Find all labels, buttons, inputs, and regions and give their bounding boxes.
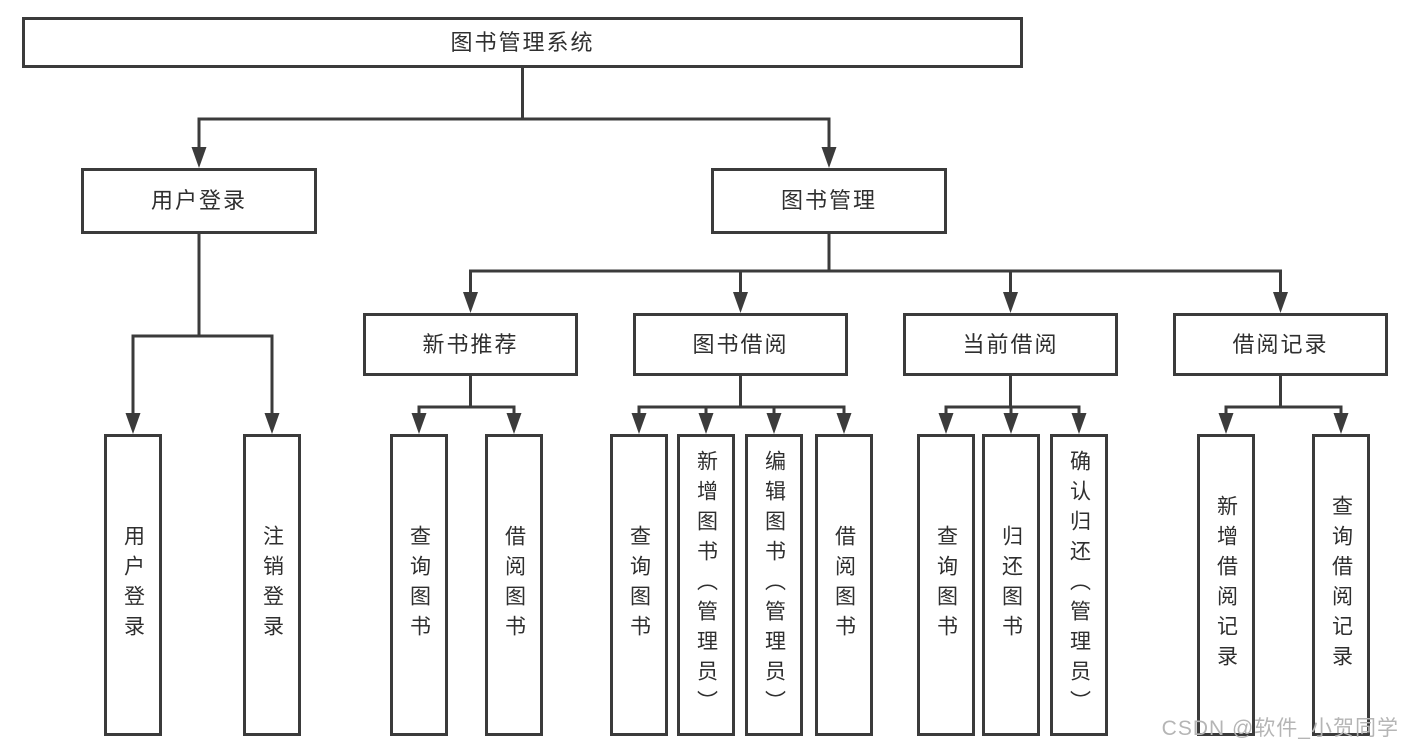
node-label: 归还图书 [999, 525, 1023, 645]
node-label: 新增借阅记录 [1214, 495, 1238, 675]
node-new-book-recommend: 新书推荐 [363, 313, 578, 376]
leaf-logout-login: 注销登录 [243, 434, 301, 736]
leaf-borrow-add-books-admin: 新增图书（管理员） [677, 434, 735, 736]
leaf-current-query-books: 查询图书 [917, 434, 975, 736]
leaf-borrow-borrow-books: 借阅图书 [815, 434, 873, 736]
node-current-borrowing: 当前借阅 [903, 313, 1118, 376]
leaf-user-login: 用户登录 [104, 434, 162, 736]
node-label: 借阅记录 [1232, 331, 1329, 357]
node-user-login: 用户登录 [81, 168, 317, 234]
node-label: 用户登录 [150, 188, 247, 213]
leaf-current-confirm-return-admin: 确认归还（管理员） [1050, 434, 1108, 736]
node-label: 查询图书 [934, 525, 958, 645]
node-label: 查询图书 [627, 525, 651, 645]
node-book-management: 图书管理 [711, 168, 947, 234]
node-label: 借阅图书 [502, 525, 526, 645]
node-label: 查询借阅记录 [1329, 495, 1353, 675]
node-label: 图书借阅 [692, 331, 789, 357]
node-label: 确认归还（管理员） [1067, 450, 1091, 720]
node-library-system: 图书管理系统 [22, 17, 1023, 68]
node-label: 新增图书（管理员） [694, 450, 718, 720]
csdn-watermark: CSDN @软件_小贺同学 [1161, 717, 1399, 740]
node-label: 编辑图书（管理员） [762, 450, 786, 720]
node-label: 用户登录 [121, 525, 145, 645]
leaf-current-return-books: 归还图书 [982, 434, 1040, 736]
node-borrowing-records: 借阅记录 [1173, 313, 1388, 376]
leaf-newrec-borrow-books: 借阅图书 [485, 434, 543, 736]
node-label: 新书推荐 [422, 331, 519, 357]
node-label: 查询图书 [407, 525, 431, 645]
node-label: 图书管理系统 [450, 29, 595, 55]
node-label: 注销登录 [260, 525, 284, 645]
node-label: 当前借阅 [962, 331, 1059, 357]
node-label: 图书管理 [780, 188, 877, 213]
leaf-records-query-record: 查询借阅记录 [1312, 434, 1370, 736]
leaf-newrec-query-books: 查询图书 [390, 434, 448, 736]
node-book-borrowing: 图书借阅 [633, 313, 848, 376]
leaf-records-add-record: 新增借阅记录 [1197, 434, 1255, 736]
leaf-borrow-edit-books-admin: 编辑图书（管理员） [745, 434, 803, 736]
node-label: 借阅图书 [832, 525, 856, 645]
leaf-borrow-query-books: 查询图书 [610, 434, 668, 736]
